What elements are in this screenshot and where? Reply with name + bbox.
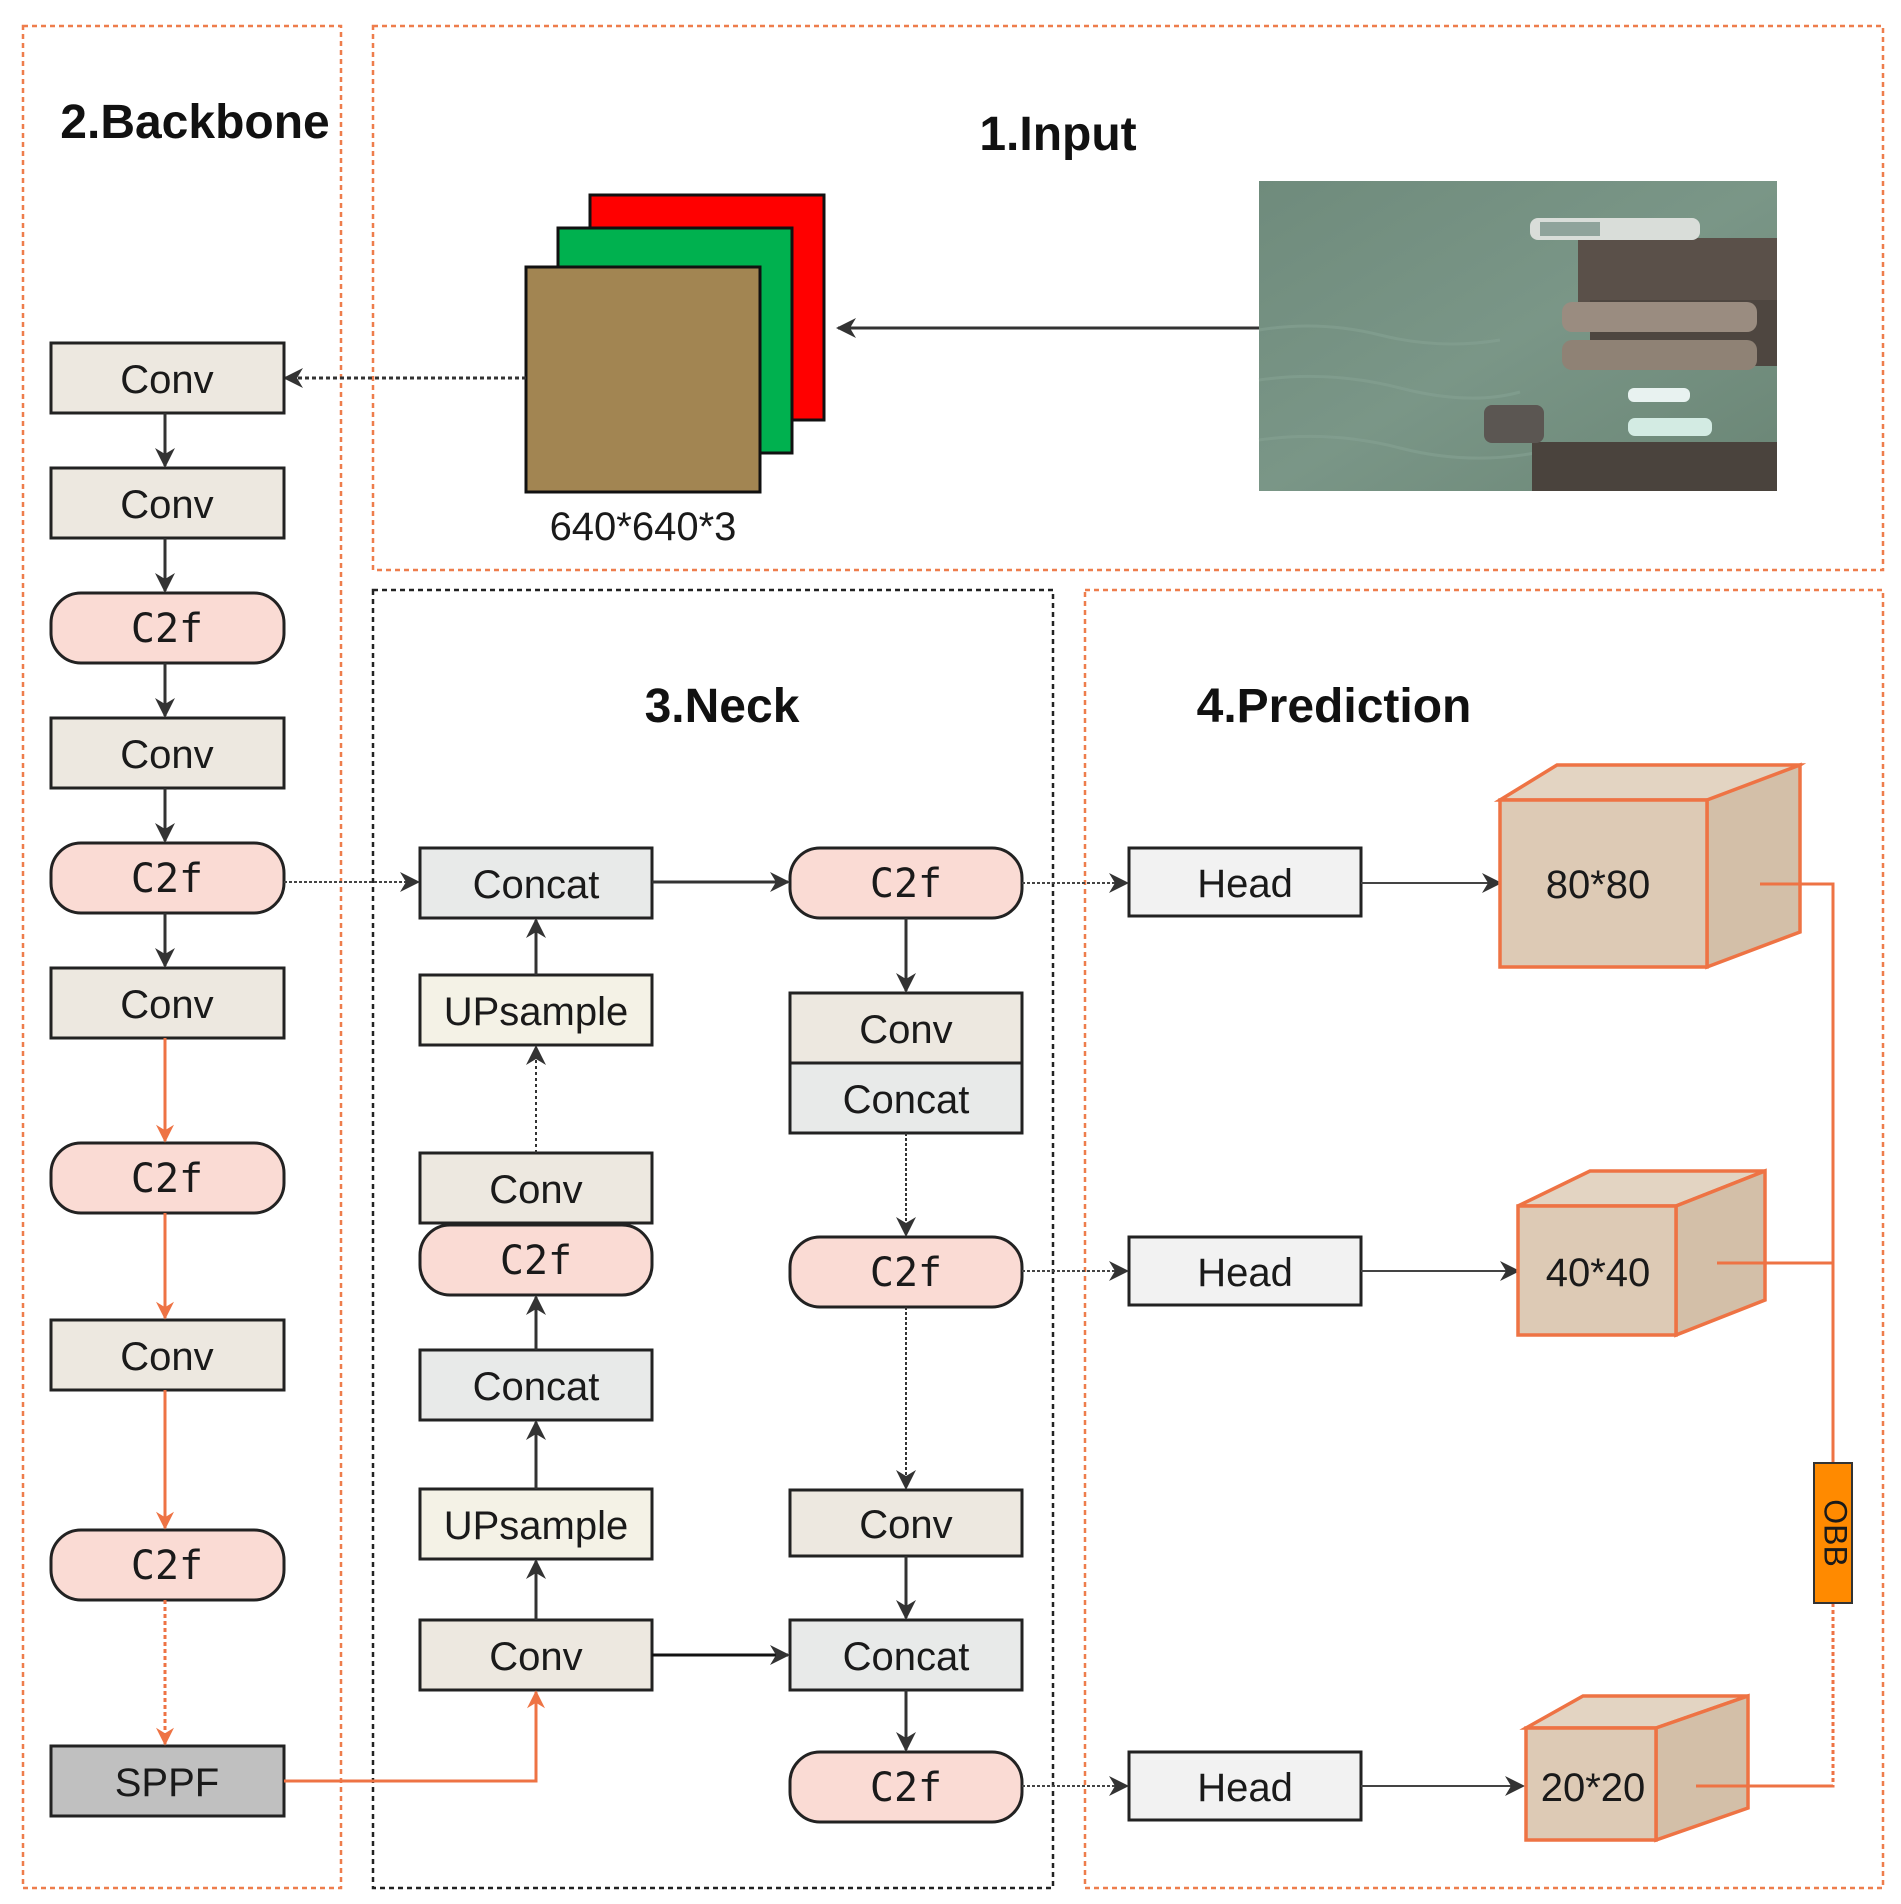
prediction-arrows bbox=[1022, 873, 1525, 1796]
backbone-sppf-label: SPPF bbox=[115, 1761, 219, 1805]
neck-concat-4-label: Concat bbox=[843, 1635, 970, 1679]
neck-section-border bbox=[371, 588, 1055, 1890]
backbone-c2f-1-label: C2f bbox=[131, 606, 203, 652]
brown-channel bbox=[524, 265, 762, 494]
prediction-section-border bbox=[1083, 588, 1885, 1890]
neck-upsample-1 bbox=[418, 973, 654, 1047]
neck-conv-1 bbox=[418, 1151, 654, 1225]
backbone-conv-4 bbox=[49, 966, 286, 1040]
neck-conv-2-label: Conv bbox=[489, 1635, 582, 1679]
neck-concat-2 bbox=[418, 1348, 654, 1422]
backbone-c2f-3-label: C2f bbox=[131, 1156, 203, 1202]
backbone-c2f-4-label: C2f bbox=[131, 1543, 203, 1589]
neck-conv-4-label: Conv bbox=[859, 1503, 952, 1547]
output-cube-80: 80*80 bbox=[1493, 762, 1807, 970]
output-cube-20: 20*20 bbox=[1519, 1693, 1750, 1843]
neck-concat-2-label: Concat bbox=[473, 1365, 600, 1409]
obb-badge bbox=[1813, 1462, 1853, 1604]
output-80-label: 80*80 bbox=[1546, 863, 1651, 907]
neck-title: 3.Neck bbox=[645, 680, 800, 733]
neck-concat-1-label: Concat bbox=[473, 863, 600, 907]
neck-concat-3-label: Concat bbox=[843, 1078, 970, 1122]
neck-left-column: Concat UPsample Conv C2f Concat UPsample… bbox=[418, 846, 654, 1692]
neck-c2f-2-label: C2f bbox=[870, 861, 942, 907]
neck-conv-3-label: Conv bbox=[859, 1008, 952, 1052]
backbone-c2f-2 bbox=[49, 841, 286, 915]
input-size-label: 640*640*3 bbox=[550, 505, 737, 549]
backbone-conv-1 bbox=[49, 341, 286, 415]
neck-concat-3 bbox=[788, 1061, 1024, 1135]
backbone-conv-3 bbox=[49, 716, 286, 790]
head-1-label: Head bbox=[1197, 862, 1293, 906]
obb-connectors bbox=[1696, 882, 1835, 1788]
neck-upsample-1-label: UPsample bbox=[444, 990, 629, 1034]
neck-upsample-2 bbox=[418, 1487, 654, 1561]
neck-conv-1-label: Conv bbox=[489, 1168, 582, 1212]
input-title: 1.Input bbox=[979, 108, 1136, 161]
backbone-c2f-2-label: C2f bbox=[131, 856, 203, 902]
head-3-label: Head bbox=[1197, 1766, 1293, 1810]
backbone-column: Conv Conv C2f Conv C2f Conv C2f Conv C2f… bbox=[49, 341, 286, 1818]
backbone-conv-4-label: Conv bbox=[120, 983, 213, 1027]
backbone-conv-2 bbox=[49, 466, 286, 540]
head-2-label: Head bbox=[1197, 1251, 1293, 1295]
head-2 bbox=[1127, 1235, 1363, 1307]
output-40-label: 40*40 bbox=[1546, 1251, 1651, 1295]
neck-c2f-1-label: C2f bbox=[500, 1238, 572, 1284]
backbone-section-border bbox=[21, 24, 343, 1890]
backbone-title: 2.Backbone bbox=[60, 96, 329, 149]
backbone-c2f-3 bbox=[49, 1141, 286, 1215]
backbone-conv-3-label: Conv bbox=[120, 733, 213, 777]
backbone-conv-2-label: Conv bbox=[120, 483, 213, 527]
backbone-sppf bbox=[49, 1744, 286, 1818]
input-channel-stack bbox=[524, 193, 826, 494]
output-20-label: 20*20 bbox=[1541, 1766, 1646, 1810]
backbone-conv-5-label: Conv bbox=[120, 1335, 213, 1379]
head-1 bbox=[1127, 846, 1363, 918]
prediction-title: 4.Prediction bbox=[1197, 680, 1472, 733]
neck-concat-4 bbox=[788, 1618, 1024, 1692]
backbone-c2f-4 bbox=[49, 1528, 286, 1602]
neck-upsample-2-label: UPsample bbox=[444, 1504, 629, 1548]
neck-arrows bbox=[284, 872, 916, 1783]
backbone-conv-5 bbox=[49, 1318, 286, 1392]
output-cube-40: 40*40 bbox=[1516, 1168, 1767, 1338]
backbone-conv-1-label: Conv bbox=[120, 358, 213, 402]
neck-c2f-4-label: C2f bbox=[870, 1765, 942, 1811]
input-section-border bbox=[371, 24, 1885, 572]
input-aerial-image bbox=[1258, 181, 1777, 491]
obb-label: OBB bbox=[1818, 1499, 1854, 1567]
head-3 bbox=[1127, 1750, 1363, 1822]
backbone-c2f-1 bbox=[49, 591, 286, 665]
prediction-heads: Head Head Head bbox=[1127, 846, 1363, 1822]
neck-c2f-3-label: C2f bbox=[870, 1250, 942, 1296]
neck-conv-3 bbox=[788, 991, 1024, 1065]
